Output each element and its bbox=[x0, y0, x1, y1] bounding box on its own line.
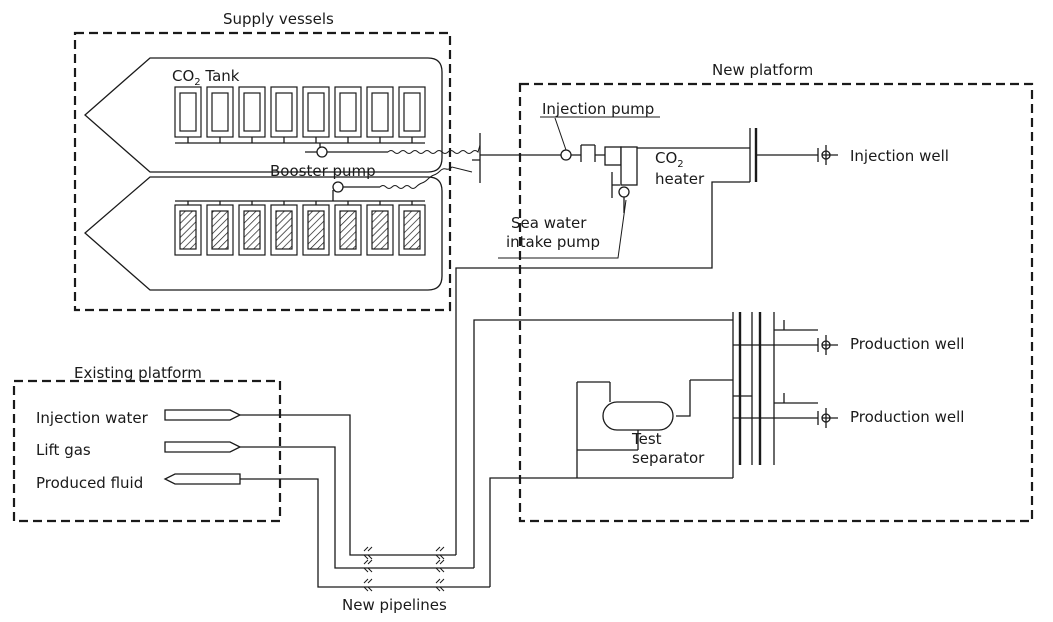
existing-platform-boundary bbox=[12, 379, 282, 523]
new-platform-group: New platform Injection pump CO2 heater S… bbox=[455, 61, 1034, 587]
upper-booster-pump-icon bbox=[316, 146, 328, 158]
lower-ship-hull bbox=[84, 176, 443, 291]
existing-platform-label: Existing platform bbox=[74, 364, 202, 382]
injection-well-line bbox=[756, 148, 819, 162]
test-separator-vessel bbox=[602, 401, 674, 431]
sea-water-leader bbox=[498, 199, 627, 259]
production-well-2-label: Production well bbox=[850, 408, 964, 426]
injection-well-label: Injection well bbox=[850, 147, 949, 165]
co2-heater-vessel-1 bbox=[604, 146, 622, 166]
upper-ship-tanks bbox=[174, 86, 426, 138]
lift-gas-label: Lift gas bbox=[36, 441, 91, 459]
injection-wellhead bbox=[822, 145, 838, 165]
sea-water-intake-pump-icon bbox=[618, 186, 630, 198]
injection-pump-label: Injection pump bbox=[542, 100, 654, 118]
hose-receiving-header bbox=[472, 133, 562, 183]
lower-ship-tanks bbox=[174, 204, 426, 256]
production-well-2-lines bbox=[733, 393, 819, 425]
produced-fluid-label: Produced fluid bbox=[36, 474, 143, 492]
co2-tank-label: CO2 Tank bbox=[172, 67, 240, 88]
production-well-2-head bbox=[822, 408, 838, 428]
co2-heater-vessel-2 bbox=[620, 146, 638, 186]
produced-fluid-pipeline bbox=[489, 477, 577, 587]
supply-vessels-label: Supply vessels bbox=[223, 10, 334, 28]
test-separator-piping bbox=[576, 381, 734, 479]
injection-pipeline-riser bbox=[455, 181, 750, 555]
lower-tank-manifold bbox=[175, 200, 425, 205]
production-manifolds bbox=[732, 312, 775, 465]
injection-water-outlet-icon bbox=[164, 409, 242, 421]
injection-pump-icon bbox=[560, 149, 572, 161]
production-well-1-head bbox=[822, 335, 838, 355]
co2-heater-label-line2: heater bbox=[655, 170, 705, 188]
lift-gas-pipeline bbox=[473, 319, 733, 568]
lift-gas-route bbox=[240, 446, 474, 569]
test-separator-label-line1: Test bbox=[631, 430, 662, 448]
injection-water-label: Injection water bbox=[36, 409, 149, 427]
production-well-1-lines bbox=[733, 320, 819, 352]
new-pipelines-label: New pipelines bbox=[342, 596, 447, 614]
supply-vessels-group: Supply vessels CO2 Tank bbox=[73, 10, 481, 312]
upper-ship-hull bbox=[84, 57, 443, 173]
injection-water-pipeline bbox=[240, 414, 456, 556]
upper-flexible-hose bbox=[387, 144, 481, 154]
new-platform-label: New platform bbox=[712, 61, 813, 79]
existing-platform-group: Existing platform Injection water Lift g… bbox=[12, 364, 282, 523]
new-platform-boundary bbox=[518, 82, 1034, 523]
lower-booster-pump-icon bbox=[332, 181, 344, 193]
co2-heater-label-line1: CO2 bbox=[655, 149, 684, 170]
upper-tank-manifold bbox=[175, 137, 425, 144]
sea-water-label-line1: Sea water bbox=[511, 214, 587, 232]
injection-pump-outlet bbox=[571, 144, 596, 162]
heater-outlet-line bbox=[595, 147, 750, 156]
production-well-1-label: Production well bbox=[850, 335, 964, 353]
production-manifolds-thick bbox=[738, 312, 762, 465]
sea-water-pump-lines bbox=[611, 172, 625, 213]
lift-gas-outlet-icon bbox=[164, 441, 242, 453]
supply-vessels-boundary bbox=[73, 31, 452, 312]
booster-pump-label: Booster pump bbox=[270, 162, 376, 180]
new-pipelines-group: New pipelines bbox=[240, 414, 490, 614]
sea-water-label-line2: intake pump bbox=[506, 233, 600, 251]
test-separator-label-line2: separator bbox=[632, 449, 705, 467]
separator-feed-lines bbox=[676, 379, 752, 417]
injection-pump-leader bbox=[554, 117, 567, 151]
lower-flexible-hose bbox=[379, 166, 473, 189]
produced-fluid-route bbox=[240, 478, 490, 588]
produced-fluid-inlet-icon bbox=[163, 473, 241, 485]
pipeline-break-marks bbox=[363, 546, 445, 592]
